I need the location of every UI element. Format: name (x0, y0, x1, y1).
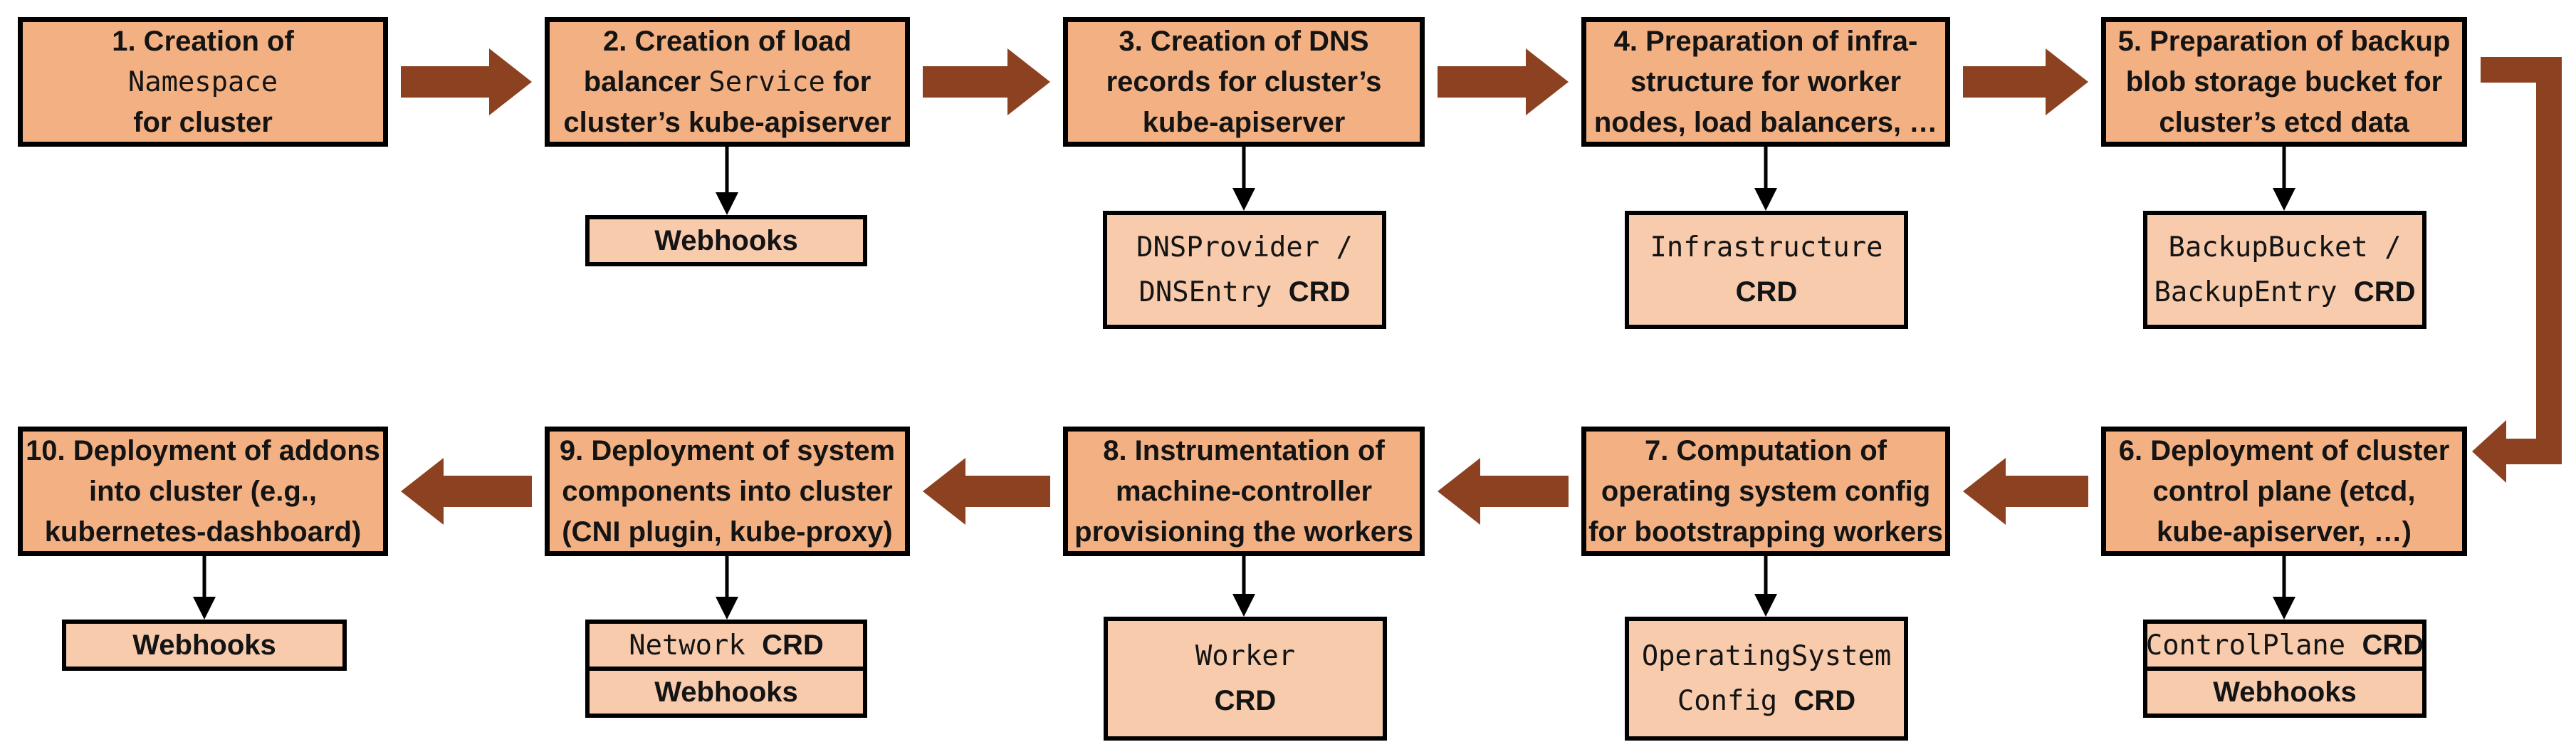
flow-arrow-4-5-icon (1963, 48, 2088, 115)
step-9-box: 9. Deployment of system components into … (545, 427, 910, 556)
sub-arrow-step-4-icon (1754, 147, 1777, 211)
step-10-webhooks-box: Webhooks (62, 620, 347, 671)
crd-line-1: OperatingSystem (1641, 640, 1892, 672)
step-4-crd-box: Infrastructure CRD (1625, 211, 1908, 329)
sub-arrow-step-3-icon (1232, 147, 1255, 211)
step-6-line-1: 6. Deployment of cluster (2118, 434, 2450, 466)
step-5-line-3: cluster’s etcd data (2159, 106, 2409, 138)
step-2-line-2: balancer Service for (583, 66, 871, 98)
step-9-crd-box: Network CRD (585, 620, 867, 671)
step-5-line-1: 5. Preparation of backup (2117, 25, 2451, 57)
step-8-crd-box: Worker CRD (1104, 617, 1387, 741)
step-3-crd-box: DNSProvider / DNSEntry CRD (1103, 211, 1386, 329)
step-2-box: 2. Creation of load balancer Service for… (545, 17, 910, 147)
step-8-line-1: 8. Instrumentation of (1103, 434, 1385, 466)
sub-arrow-step-6-icon (2273, 556, 2295, 620)
step-5-box: 5. Preparation of backup blob storage bu… (2101, 17, 2467, 147)
step-10-line-2: into cluster (e.g., (88, 475, 318, 507)
step-9-line-1: 9. Deployment of system (559, 434, 896, 466)
flow-arrow-2-3-icon (923, 48, 1050, 115)
step-2-line-1: 2. Creation of load (603, 25, 852, 57)
webhooks-label: Webhooks (654, 676, 798, 708)
step-6-crd-box: ControlPlane CRD (2143, 620, 2426, 671)
step-6-box: 6. Deployment of cluster control plane (… (2101, 427, 2467, 556)
flow-arrow-3-4-icon (1438, 48, 1569, 115)
sub-arrow-step-5-icon (2273, 147, 2295, 211)
step-8-line-2: machine-controller (1115, 475, 1373, 507)
sub-arrow-step-9-icon (716, 556, 738, 620)
webhooks-label: Webhooks (2213, 676, 2357, 708)
step-3-line-3: kube-apiserver (1142, 106, 1346, 138)
crd-line-2: DNSEntry CRD (1138, 276, 1351, 308)
webhooks-label: Webhooks (654, 224, 798, 256)
step-9-webhooks-box: Webhooks (585, 667, 867, 718)
step-2-webhooks-box: Webhooks (585, 215, 867, 266)
step-9-line-3: (CNI plugin, kube-proxy) (562, 516, 893, 548)
sub-arrow-step-2-icon (716, 147, 738, 215)
step-5-line-2: blob storage bucket for (2125, 66, 2443, 98)
step-6-line-3: kube-apiserver, …) (2157, 516, 2412, 548)
sub-arrow-step-10-icon (193, 556, 216, 620)
crd-line-1: Network CRD (629, 629, 824, 662)
step-3-box: 3. Creation of DNS records for cluster’s… (1063, 17, 1425, 147)
crd-line-1: DNSProvider / (1136, 231, 1353, 263)
step-3-line-2: records for cluster’s (1106, 66, 1382, 98)
crd-line-2: Config CRD (1677, 685, 1856, 717)
step-4-box: 4. Preparation of infra- structure for w… (1581, 17, 1950, 147)
step-1-line-2: Namespace (127, 66, 278, 98)
flow-arrow-5-6-elbow-icon (2472, 57, 2562, 483)
step-7-line-1: 7. Computation of (1645, 434, 1887, 466)
crd-line-2: CRD (1214, 685, 1277, 716)
crd-line-1: ControlPlane CRD (2145, 629, 2424, 662)
step-10-line-1: 10. Deployment of addons (26, 434, 380, 466)
step-5-crd-box: BackupBucket / BackupEntry CRD (2143, 211, 2426, 329)
step-3-line-1: 3. Creation of DNS (1119, 25, 1369, 57)
flow-arrow-8-9-icon (923, 458, 1050, 525)
step-1-line-1: 1. Creation of (112, 25, 294, 57)
step-2-line-3: cluster’s kube-apiserver (563, 106, 891, 138)
crd-line-2: BackupEntry CRD (2154, 276, 2416, 308)
crd-line-1: BackupBucket / (2168, 231, 2402, 263)
step-7-line-3: for bootstrapping workers (1588, 516, 1943, 548)
flow-arrow-7-8-icon (1438, 458, 1569, 525)
sub-arrow-step-7-icon (1754, 556, 1777, 617)
sub-arrow-step-8-icon (1232, 556, 1255, 617)
step-4-line-3: nodes, load balancers, … (1593, 106, 1938, 138)
step-8-line-3: provisioning the workers (1074, 516, 1413, 548)
step-8-box: 8. Instrumentation of machine-controller… (1063, 427, 1425, 556)
step-6-line-2: control plane (etcd, (2152, 475, 2416, 507)
step-10-box: 10. Deployment of addons into cluster (e… (18, 427, 388, 556)
flow-arrow-1-2-icon (401, 48, 532, 115)
crd-line-1: Infrastructure (1650, 231, 1883, 263)
step-7-line-2: operating system config (1601, 475, 1931, 507)
step-4-line-1: 4. Preparation of infra- (1613, 25, 1918, 57)
step-7-crd-box: OperatingSystem Config CRD (1625, 617, 1908, 741)
step-9-line-2: components into cluster (562, 475, 893, 507)
step-1-line-3: for cluster (133, 106, 273, 138)
step-10-line-3: kubernetes-dashboard) (44, 516, 362, 548)
flow-arrow-9-10-icon (401, 458, 532, 525)
crd-line-1: Worker (1195, 640, 1296, 672)
crd-line-2: CRD (1735, 276, 1798, 308)
flow-arrow-6-7-icon (1963, 458, 2088, 525)
step-4-line-2: structure for worker (1630, 66, 1902, 98)
webhooks-label: Webhooks (132, 629, 276, 661)
step-7-box: 7. Computation of operating system confi… (1581, 427, 1950, 556)
step-1-box: 1. Creation of Namespace for cluster (18, 17, 388, 147)
step-6-webhooks-box: Webhooks (2143, 667, 2426, 718)
